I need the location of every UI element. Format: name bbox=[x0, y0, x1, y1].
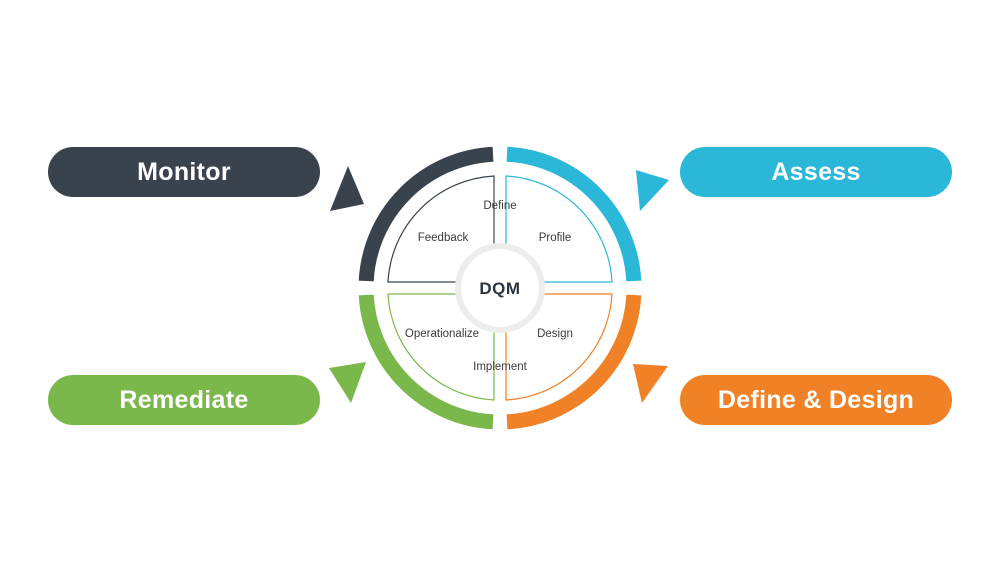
define-design-pill: Define & Design bbox=[680, 375, 952, 425]
assess-pill: Assess bbox=[680, 147, 952, 197]
segment-label-design: Design bbox=[537, 328, 573, 340]
remediate-arrow-icon bbox=[329, 362, 366, 403]
remediate-pill: Remediate bbox=[48, 375, 320, 425]
quadrant-outline-feedback bbox=[387, 175, 495, 283]
quadrant-outline-operationalize bbox=[387, 293, 495, 401]
quadrant-outline-design bbox=[505, 293, 613, 401]
monitor-arrow-icon bbox=[330, 166, 364, 211]
monitor-pill: Monitor bbox=[48, 147, 320, 197]
segment-label-feedback: Feedback bbox=[418, 232, 469, 244]
quadrant-outline-profile bbox=[505, 175, 613, 283]
assess-arrow-icon bbox=[636, 170, 669, 211]
center-hub-label: DQM bbox=[479, 279, 520, 298]
define-design-arrow-icon bbox=[633, 364, 668, 403]
assess-pill-label: Assess bbox=[771, 157, 861, 186]
ring-arc-remediate bbox=[358, 294, 494, 430]
segment-label-implement: Implement bbox=[473, 361, 527, 373]
ring-arc-monitor bbox=[358, 146, 494, 282]
ring-arc-assess bbox=[506, 146, 642, 282]
ring-arc-define-design bbox=[506, 294, 642, 430]
segment-label-define: Define bbox=[483, 200, 516, 212]
remediate-pill-label: Remediate bbox=[119, 385, 249, 414]
define-design-pill-label: Define & Design bbox=[717, 385, 915, 414]
segment-label-operationalize: Operationalize bbox=[405, 328, 479, 340]
center-hub bbox=[461, 249, 539, 327]
monitor-pill-label: Monitor bbox=[137, 157, 231, 186]
segment-label-profile: Profile bbox=[539, 232, 572, 244]
